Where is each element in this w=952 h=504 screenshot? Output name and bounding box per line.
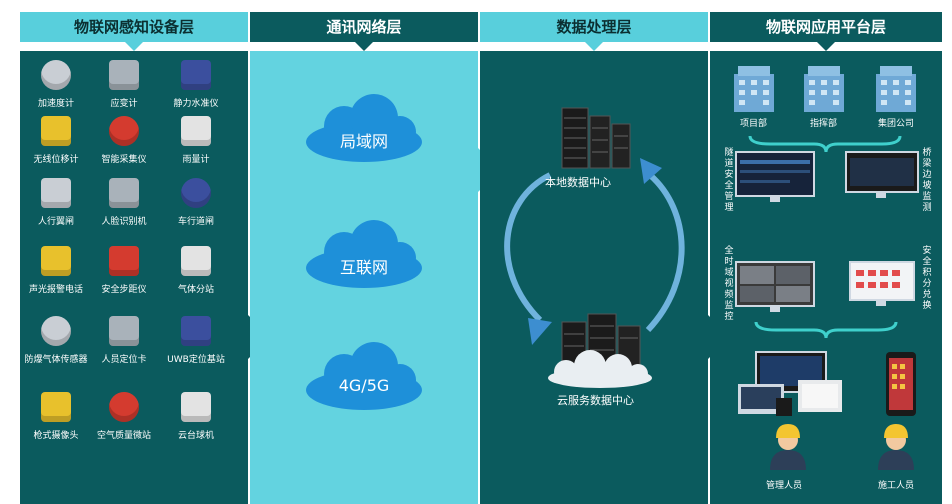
uwb-station-icon	[181, 316, 211, 346]
mobile-network-cloud	[306, 342, 422, 410]
bridge-slope-label: 桥梁边坡监测	[922, 148, 932, 213]
network-title: 通讯网络层	[250, 12, 478, 42]
device-label: 人脸识别机	[101, 217, 147, 227]
data-title: 数据处理层	[480, 12, 708, 42]
building-icon	[734, 66, 774, 112]
network-header-chevron	[355, 42, 373, 51]
building-icon	[804, 66, 844, 112]
network-label-lan: 局域网	[339, 132, 388, 151]
device-label: 智能采集仪	[101, 155, 147, 165]
device-label: 枪式摄像头	[33, 431, 79, 441]
device-label: 云台球机	[177, 431, 214, 441]
upload-arrow-head	[528, 318, 552, 345]
bottom-brace	[754, 321, 898, 339]
video-monitor-icon	[735, 261, 815, 312]
mobile-app-icon	[886, 352, 916, 416]
perception-header-chevron	[125, 42, 143, 51]
device-label: 声光报警电话	[28, 285, 83, 295]
internet-cloud	[306, 220, 422, 288]
platform-header-chevron	[817, 42, 835, 51]
upload-arrow	[504, 172, 552, 323]
smart-collector-icon	[109, 116, 139, 146]
static-level-icon	[181, 60, 211, 90]
accelerometer-icon	[41, 60, 71, 90]
device-label: 人员定位卡	[101, 355, 147, 365]
device-label: UWB定位基站	[167, 355, 225, 365]
person-label-manager: 管理人员	[766, 481, 803, 491]
bridge-monitor-icon	[845, 151, 919, 198]
platform-title: 物联网应用平台层	[710, 12, 942, 42]
local-server-icon	[561, 107, 631, 169]
points-exchange-label: 安全积分兑换	[922, 246, 932, 311]
building-label-project: 项目部	[740, 119, 768, 129]
bullet-camera-icon	[41, 392, 71, 422]
building-label-group: 集团公司	[878, 119, 915, 129]
points-monitor-icon	[849, 261, 915, 306]
cloud-data-center-label: 云服务数据中心	[557, 394, 634, 407]
strain-gauge-icon	[109, 60, 139, 90]
rain-gauge-icon	[181, 116, 211, 146]
device-label: 雨量计	[182, 155, 210, 165]
wireless-displacement-icon	[41, 116, 71, 146]
vehicle-barrier-icon	[181, 178, 211, 208]
dome-camera-icon	[181, 392, 211, 422]
video-monitoring-label: 全时域视频监控	[724, 246, 734, 322]
worker-person-icon	[878, 424, 914, 470]
network-clouds	[306, 94, 422, 410]
gas-substation-icon	[181, 246, 211, 276]
face-recognition-icon	[109, 178, 139, 208]
lan-cloud	[306, 94, 422, 162]
perception-column: 物联网感知设备层 加速度计 应变计 静力水准仪无线位移计 智能采集仪 雨量计人行翼闸 人脸…	[20, 0, 248, 504]
top-brace	[748, 135, 902, 153]
device-label: 车行道闸	[177, 217, 214, 227]
building-label-command: 指挥部	[810, 119, 838, 129]
device-label: 气体分站	[177, 285, 214, 295]
alarm-phone-icon	[41, 246, 71, 276]
building-icon	[876, 66, 916, 112]
download-arrow-head	[640, 158, 662, 184]
data-diagram	[504, 107, 685, 388]
perception-title: 物联网感知设备层	[20, 12, 248, 42]
turnstile-icon	[41, 178, 71, 208]
data-header-chevron	[585, 42, 603, 51]
device-label: 防爆气体传感器	[24, 355, 88, 365]
download-arrow	[645, 172, 685, 333]
computer-devices-icon	[738, 351, 842, 416]
network-label-mobile: 4G/5G	[338, 376, 390, 395]
air-quality-icon	[109, 392, 139, 422]
device-label: 人行翼闸	[37, 217, 74, 227]
location-card-icon	[109, 316, 139, 346]
device-label: 静力水准仪	[173, 99, 219, 109]
step-distance-icon	[109, 246, 139, 276]
manager-person-icon	[770, 424, 806, 470]
device-label: 空气质量微站	[96, 431, 151, 441]
gas-sensor-icon	[41, 316, 71, 346]
device-label: 应变计	[110, 99, 138, 109]
device-label: 加速度计	[37, 99, 74, 109]
tunnel-safety-label: 隧道安全管理	[724, 148, 734, 213]
person-label-worker: 施工人员	[878, 481, 915, 491]
network-label-internet: 互联网	[339, 258, 388, 277]
device-label: 安全步距仪	[101, 285, 147, 295]
local-data-center-label: 本地数据中心	[545, 176, 611, 189]
tunnel-monitor-icon	[735, 151, 815, 202]
device-label: 无线位移计	[33, 155, 79, 165]
cloud-server-icon	[548, 313, 652, 388]
platform-diagram	[734, 66, 919, 470]
